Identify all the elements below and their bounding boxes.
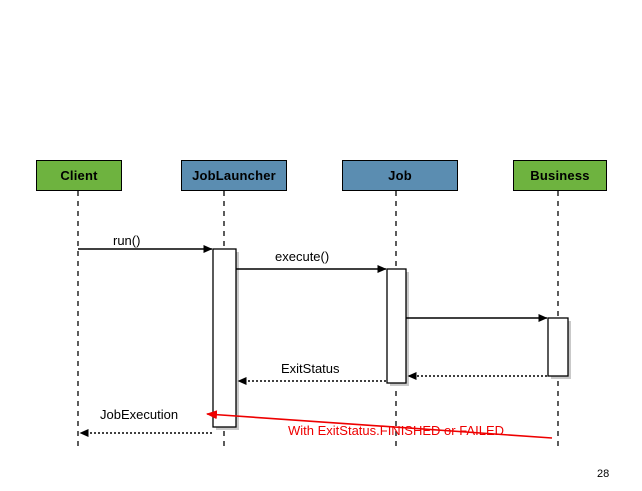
participant-label-joblauncher: JobLauncher <box>192 168 276 183</box>
participant-box-client[interactable]: Client <box>36 160 122 191</box>
annotation-arrow <box>206 410 553 439</box>
message-label-run: run() <box>113 233 141 248</box>
participant-box-job[interactable]: Job <box>342 160 458 191</box>
activation-bar-business <box>547 317 569 377</box>
participant-label-business: Business <box>530 168 590 183</box>
participant-label-job: Job <box>388 168 412 183</box>
activation-bar-joblauncher <box>212 248 237 428</box>
participant-label-client: Client <box>60 168 98 183</box>
message-label-execute: execute() <box>275 249 330 264</box>
participant-box-joblauncher[interactable]: JobLauncher <box>181 160 287 191</box>
page-number: 28 <box>597 468 610 480</box>
message-label-exitstatus: ExitStatus <box>281 361 340 376</box>
activation-group <box>212 248 571 430</box>
message-arrow-group <box>78 245 548 437</box>
participant-box-business[interactable]: Business <box>513 160 607 191</box>
activation-bar-job <box>386 268 407 384</box>
message-label-jobexecution: JobExecution <box>100 407 179 422</box>
annotation-label: With ExitStatus.FINISHED or FAILED <box>288 423 504 438</box>
